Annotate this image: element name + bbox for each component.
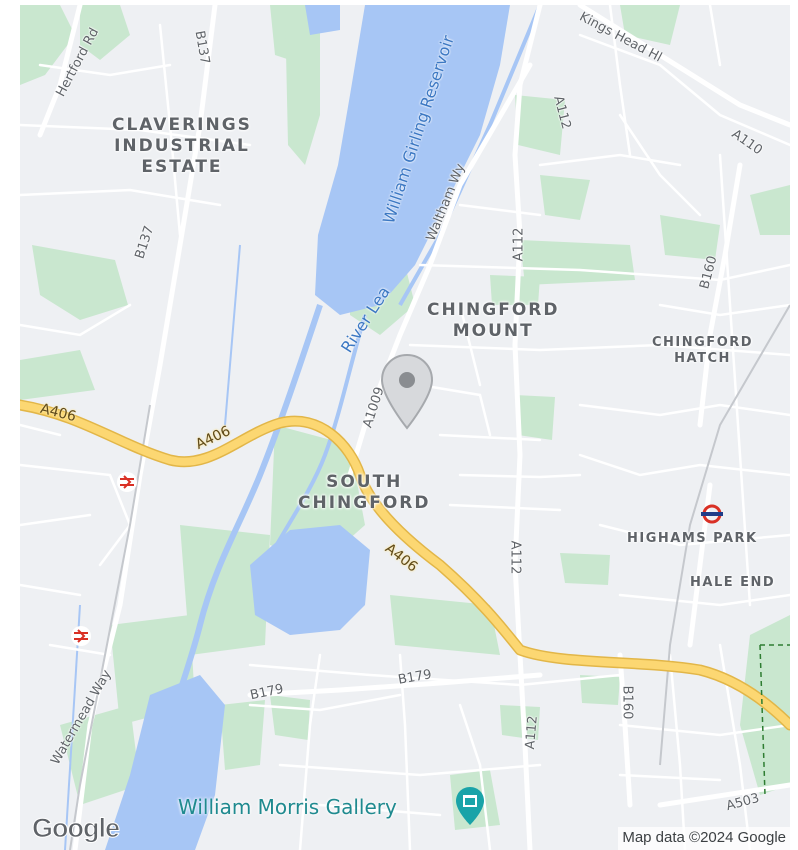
road-label-a112: A112: [507, 540, 523, 575]
railways: [69, 304, 790, 850]
map-attribution[interactable]: Map data ©2024 Google: [618, 827, 790, 850]
area-label-line: INDUSTRIAL: [114, 136, 250, 156]
area-label-chingford-hatch: CHINGFORD HATCH: [652, 335, 753, 367]
highway-a406: [20, 399, 790, 731]
area-label-highams-park: HIGHAMS PARK: [627, 531, 758, 546]
area-label-line: CLAVERINGS: [112, 115, 252, 135]
road-label-b160: B160: [619, 685, 635, 720]
park-boundary: [759, 644, 790, 796]
poi-label-william-morris-gallery[interactable]: William Morris Gallery: [178, 795, 397, 819]
area-label-line: SOUTH: [326, 472, 403, 492]
area-label-line: HATCH: [674, 351, 731, 366]
area-label-line: CHINGFORD: [427, 300, 560, 320]
rail-station-icon[interactable]: [117, 472, 137, 492]
google-logo: Google: [32, 813, 121, 844]
area-label-hale-end: HALE END: [690, 575, 776, 590]
map-pin-icon[interactable]: [380, 353, 434, 430]
area-label-line: CHINGFORD: [652, 335, 754, 350]
minor-roads: [20, 5, 790, 850]
area-label-line: MOUNT: [452, 321, 534, 341]
map-canvas[interactable]: CLAVERINGS INDUSTRIAL ESTATE CHINGFORD M…: [20, 5, 790, 850]
map-graphics: [20, 5, 790, 850]
road-label-a112: A112: [511, 227, 527, 262]
underground-station-icon[interactable]: [701, 504, 723, 524]
area-label-claverings: CLAVERINGS INDUSTRIAL ESTATE: [112, 115, 252, 178]
museum-icon[interactable]: [456, 787, 484, 825]
area-label-line: ESTATE: [141, 157, 223, 177]
area-label-south-chingford: SOUTH CHINGFORD: [298, 472, 430, 514]
water-bodies: [105, 5, 510, 850]
rail-station-icon[interactable]: [71, 626, 91, 646]
area-label-chingford-mount: CHINGFORD MOUNT: [427, 300, 559, 342]
road-label-a112: A112: [522, 715, 541, 750]
area-label-line: CHINGFORD: [298, 493, 431, 513]
